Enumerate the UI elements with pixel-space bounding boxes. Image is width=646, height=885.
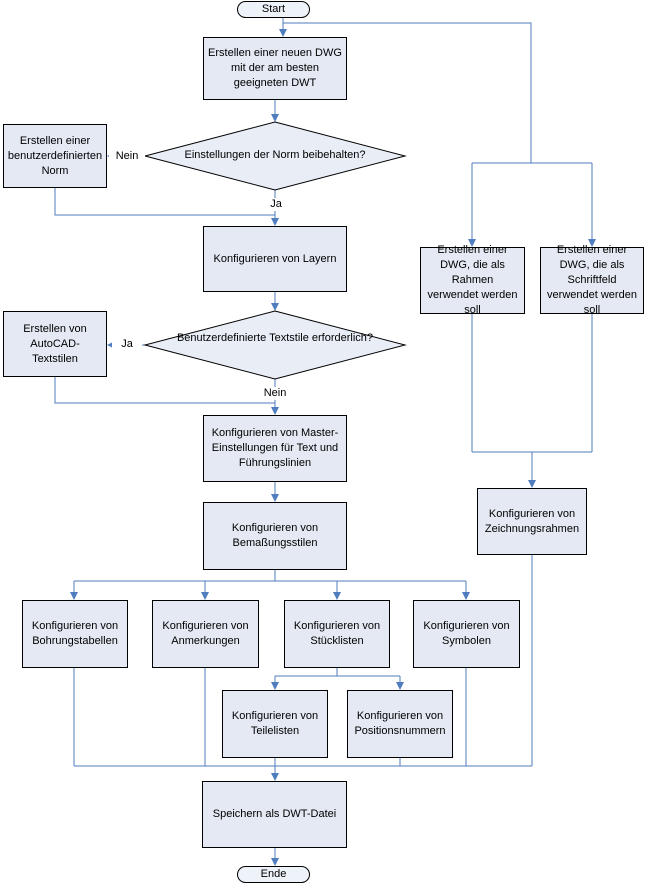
- edge-label-textstile-ja: Ja: [112, 338, 142, 351]
- arrow-down-icon: [201, 592, 209, 600]
- edge-rahmen-schriftfeld-merge: [471, 314, 593, 481]
- arrow-down-icon: [468, 239, 476, 247]
- decision-textstile-label: Benutzerdefinierte Textstile erforderlic…: [176, 332, 374, 344]
- node-anmerkungen: Konfigurieren von Anmerkungen: [152, 600, 259, 668]
- edge-autocad-join: [54, 377, 275, 404]
- arrowheads: [70, 29, 596, 866]
- node-symbolen: Konfigurieren von Symbolen: [413, 600, 520, 668]
- edge-label-norm-ja: Ja: [264, 198, 288, 211]
- arrow-down-icon: [271, 858, 279, 866]
- node-custom-norm: Erstellen einer benutzerdefinierten Norm: [3, 124, 107, 188]
- arrow-down-icon: [271, 218, 279, 226]
- node-zeichnungsrahmen: Konfigurieren von Zeichnungsrahmen: [477, 488, 587, 555]
- decision-textstile-diamond: [143, 310, 407, 380]
- node-stuecklisten: Konfigurieren von Stücklisten: [284, 600, 390, 668]
- decision-shapes: [143, 121, 407, 380]
- arrow-down-icon: [271, 303, 279, 311]
- node-bemassung: Konfigurieren von Bemaßungsstilen: [203, 502, 347, 570]
- node-positionsnummern: Konfigurieren von Positionsnummern: [347, 690, 453, 758]
- node-create-dwg: Erstellen einer neuen DWG mit der am bes…: [203, 37, 347, 100]
- edge-customnorm-join: [54, 188, 275, 216]
- edge-stuecklisten-split: [274, 668, 401, 683]
- edges: [54, 18, 593, 859]
- node-start: Start: [237, 1, 310, 18]
- arrow-down-icon: [271, 114, 279, 122]
- arrow-down-icon: [462, 592, 470, 600]
- arrow-down-icon: [271, 494, 279, 502]
- node-autocad-textstile: Erstellen von AutoCAD-Textstilen: [3, 311, 107, 377]
- arrow-down-icon: [271, 773, 279, 781]
- edge-bottom-collector: [73, 555, 533, 774]
- arrow-down-icon: [528, 480, 536, 488]
- arrow-down-icon: [271, 682, 279, 690]
- decision-norm-label: Einstellungen der Norm beibehalten?: [184, 149, 366, 161]
- arrow-down-icon: [396, 682, 404, 690]
- node-dwg-schriftfeld: Erstellen einer DWG, die als Schriftfeld…: [540, 244, 644, 316]
- node-speichern: Speichern als DWT-Datei: [202, 781, 347, 848]
- arrow-down-icon: [279, 29, 287, 37]
- node-bohrungstabellen: Konfigurieren von Bohrungstabellen: [22, 600, 128, 668]
- arrow-down-icon: [271, 407, 279, 415]
- arrow-down-icon: [588, 239, 596, 247]
- edge-label-norm-nein: Nein: [109, 150, 145, 163]
- decision-norm-diamond: [143, 121, 407, 191]
- edge-label-textstile-nein: Nein: [258, 387, 292, 400]
- node-layers: Konfigurieren von Layern: [203, 226, 347, 292]
- node-master-text: Konfigurieren von Master-Einstellungen f…: [203, 415, 347, 482]
- node-ende: Ende: [237, 866, 310, 883]
- arrow-down-icon: [70, 592, 78, 600]
- node-dwg-rahmen: Erstellen einer DWG, die als Rahmen verw…: [420, 244, 525, 316]
- node-teilelisten: Konfigurieren von Teilelisten: [222, 690, 328, 758]
- edge-start-right-branch: [283, 22, 593, 240]
- arrow-down-icon: [333, 592, 341, 600]
- edge-bemassung-splitter: [73, 570, 467, 593]
